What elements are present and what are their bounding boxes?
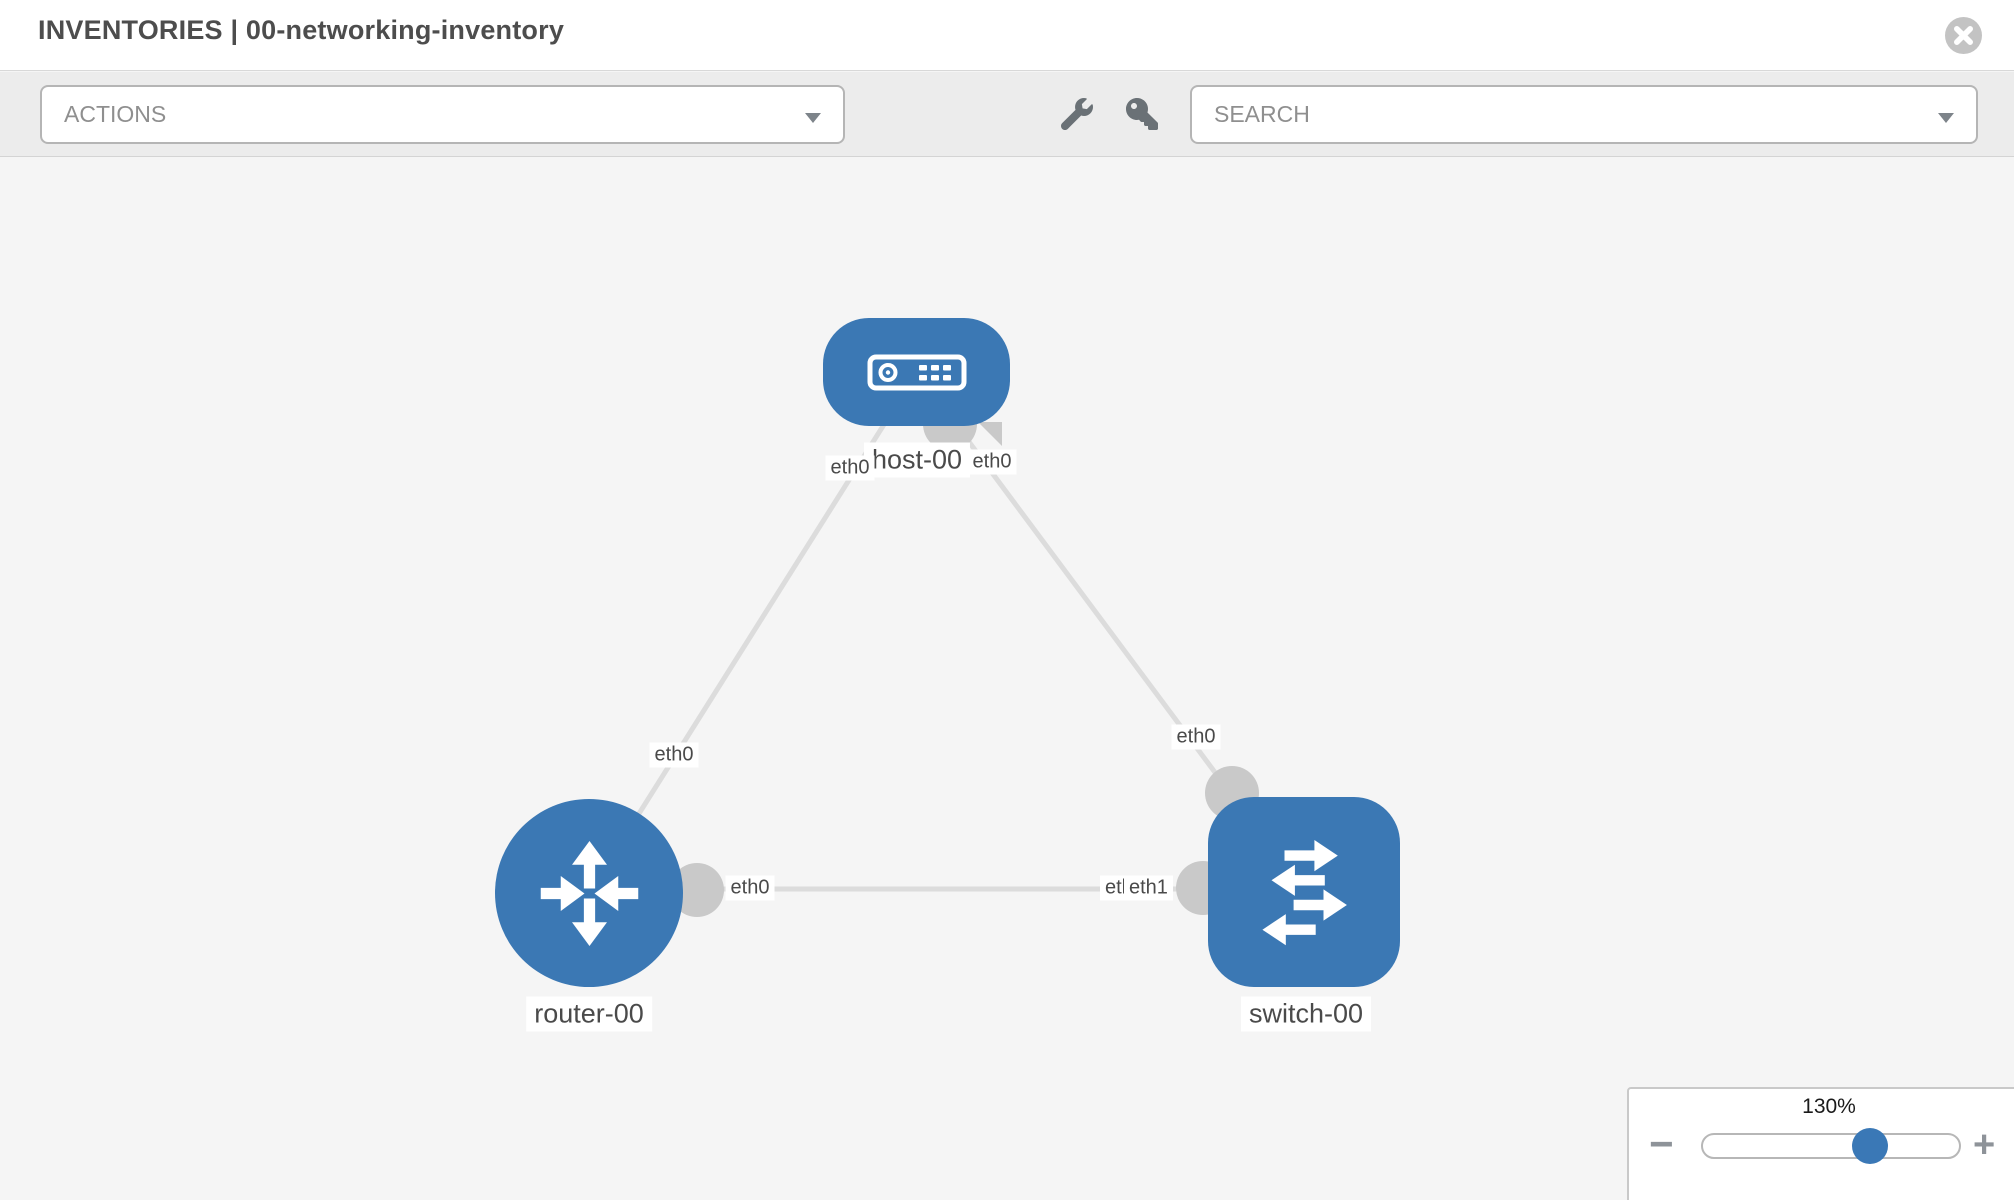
interface-label-host-router-link: eth0	[649, 742, 699, 768]
zoom-level: 130%	[1802, 1095, 1856, 1118]
topology-canvas[interactable]: host-00 router-00 switch-00 eth0 eth0 et…	[0, 158, 2014, 1200]
interface-label-router-eth0: eth0	[725, 875, 775, 901]
credentials-button[interactable]	[1126, 98, 1160, 132]
search-dropdown[interactable]: SEARCH	[1190, 85, 1978, 144]
chevron-down-icon	[1938, 111, 1954, 129]
key-icon	[1126, 98, 1158, 130]
close-icon	[1954, 26, 1973, 45]
interface-label-host-left: eth0	[825, 455, 875, 481]
toolbar: ACTIONS SEARCH	[0, 72, 2014, 157]
zoom-slider-track[interactable]	[1701, 1133, 1961, 1159]
page-title: INVENTORIES | 00-networking-inventory	[38, 15, 565, 45]
chevron-down-icon	[805, 111, 821, 129]
node-router-00[interactable]	[495, 799, 683, 987]
switch-icon	[1262, 840, 1347, 946]
node-label-host: host-00	[863, 442, 971, 478]
interface-label-host-switch-link: eth0	[1171, 724, 1221, 750]
actions-dropdown[interactable]: ACTIONS	[40, 85, 845, 144]
wrench-icon	[1060, 98, 1093, 131]
interface-label-switch-eth1: eth1	[1124, 875, 1173, 901]
router-icon	[540, 840, 638, 946]
interface-label-host-right: eth0	[967, 449, 1017, 475]
node-label-router: router-00	[526, 996, 652, 1032]
header: INVENTORIES | 00-networking-inventory	[0, 0, 2014, 71]
actions-dropdown-label: ACTIONS	[64, 101, 167, 127]
close-button[interactable]	[1945, 17, 1982, 54]
node-label-switch: switch-00	[1240, 996, 1372, 1032]
zoom-slider-thumb[interactable]	[1852, 1128, 1888, 1164]
zoom-panel: 130% − +	[1627, 1087, 2014, 1200]
links-layer	[586, 370, 1307, 895]
node-switch-00[interactable]	[1208, 797, 1400, 987]
zoom-in-button[interactable]: +	[1973, 1124, 1996, 1166]
search-dropdown-label: SEARCH	[1214, 101, 1310, 127]
host-icon	[867, 354, 966, 390]
configure-button[interactable]	[1060, 98, 1095, 132]
node-host-00[interactable]	[823, 318, 1010, 426]
interface-pointer	[978, 422, 1002, 446]
zoom-out-button[interactable]: −	[1649, 1120, 1674, 1167]
